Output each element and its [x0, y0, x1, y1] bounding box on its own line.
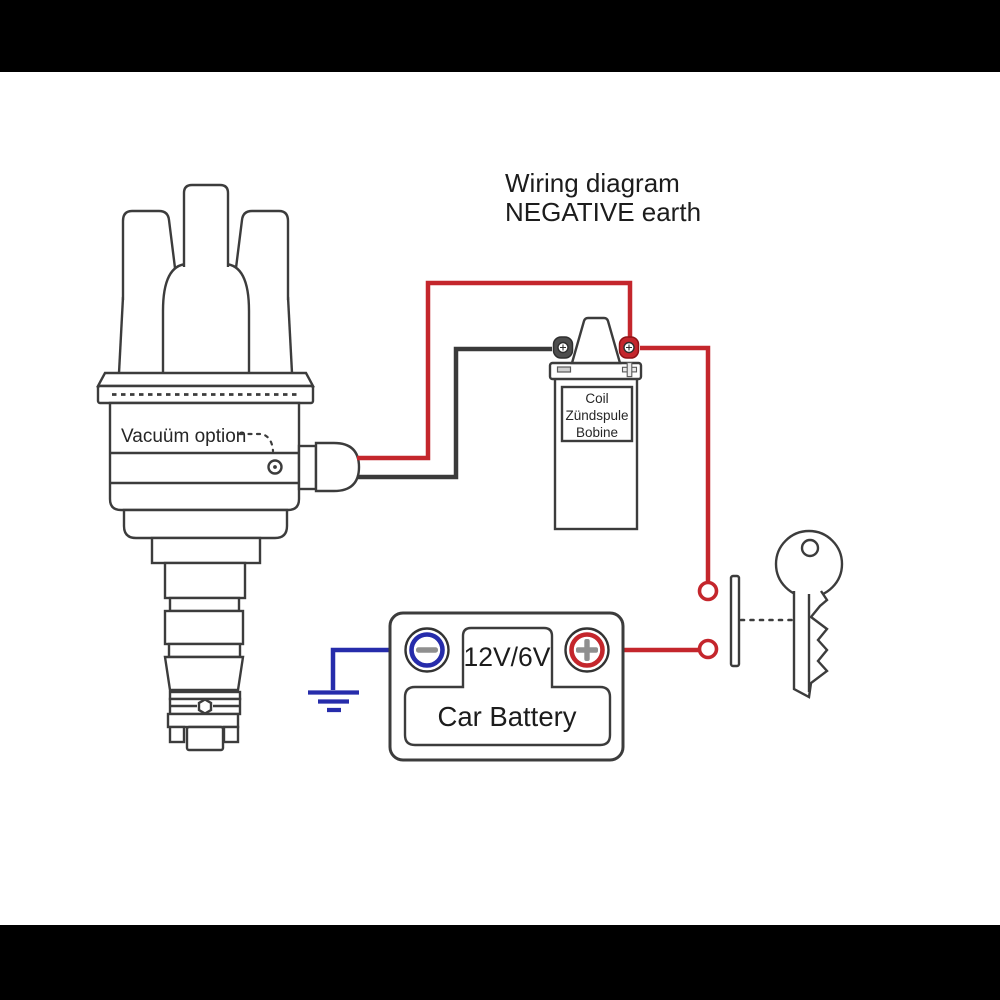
title-line-1: Wiring diagram	[505, 168, 680, 198]
distributor-cap-flare	[95, 371, 316, 388]
distributor-shaft-middle	[163, 609, 245, 646]
title-line-2: NEGATIVE earth	[505, 197, 701, 227]
wire-red-distributor-to-coil-plus	[357, 280, 633, 461]
distributor-connector-flange	[297, 444, 318, 491]
battery-voltage-label: 12V/6V	[464, 642, 551, 672]
battery-positive-terminal	[564, 627, 610, 673]
distributor-connector-capsule	[314, 441, 361, 493]
coil-negative-terminal	[552, 336, 574, 359]
battery-label-plate	[403, 626, 612, 747]
distributor-ring-2	[167, 642, 242, 659]
coil-label-line-2: Zündspule	[565, 408, 628, 423]
key-shaft-outline	[792, 590, 829, 699]
ignition-coil: Coil Zündspule Bobine	[548, 316, 643, 531]
key-hole	[800, 538, 820, 558]
distributor-body-cup	[122, 508, 289, 540]
battery-name-label: Car Battery	[437, 701, 576, 732]
distributor-left-tower	[121, 209, 181, 301]
distributor-bottom-block	[185, 725, 225, 752]
coil-label-line-1: Coil	[585, 391, 608, 406]
distributor-dome	[161, 262, 251, 373]
distributor-bracket	[166, 712, 240, 729]
switch-contact-upper	[697, 580, 719, 602]
top-letterbox-bar	[0, 0, 1000, 72]
coil-label-line-3: Bobine	[576, 425, 618, 440]
distributor-step-1	[150, 536, 262, 565]
vacuum-screw-dot	[273, 465, 277, 469]
distributor-cap-right-side	[286, 296, 294, 374]
wire-black-distributor-to-coil-minus	[357, 346, 552, 480]
distributor: Vacuüm option	[95, 183, 361, 752]
distributor-body	[108, 401, 301, 512]
coil-plus-mark	[621, 362, 638, 378]
ignition-switch	[697, 574, 798, 668]
distributor-shaft-taper	[163, 655, 245, 692]
switch-plate	[729, 574, 741, 668]
distributor-right-tower	[230, 209, 290, 301]
bottom-letterbox-bar	[0, 925, 1000, 1000]
distributor-center-tower	[182, 183, 230, 267]
ignition-key	[774, 529, 844, 699]
battery-minus-symbol	[416, 647, 438, 653]
wire-red-coil-to-switch	[640, 345, 711, 581]
coil-negative-screw-cross	[560, 344, 566, 351]
coil-ht-tower	[570, 316, 622, 365]
switch-contact-lower	[697, 638, 719, 660]
battery-plus-symbol	[576, 639, 598, 661]
coil-label-box	[560, 385, 634, 443]
wires	[308, 280, 711, 713]
wire-blue-battery-to-ground	[330, 647, 405, 690]
distributor-tab-right	[222, 725, 240, 744]
distributor-cap-left-side	[117, 296, 125, 374]
distributor-ring-1	[168, 596, 241, 613]
vacuum-option-label: Vacuüm option	[121, 426, 246, 447]
battery-negative-terminal	[404, 627, 450, 673]
ground-symbol	[308, 690, 359, 713]
car-battery: 12V/6V Car Battery	[388, 611, 625, 762]
distributor-tab-left	[168, 725, 186, 744]
coil-positive-terminal	[618, 336, 640, 359]
diagram-title: Wiring diagram NEGATIVE earth	[505, 168, 701, 227]
distributor-shaft-upper	[163, 561, 247, 600]
key-shaft-fill	[794, 583, 827, 697]
distributor-hex-nut	[197, 698, 213, 715]
coil-minus-mark	[556, 366, 572, 373]
coil-positive-screw-cross	[626, 344, 632, 351]
